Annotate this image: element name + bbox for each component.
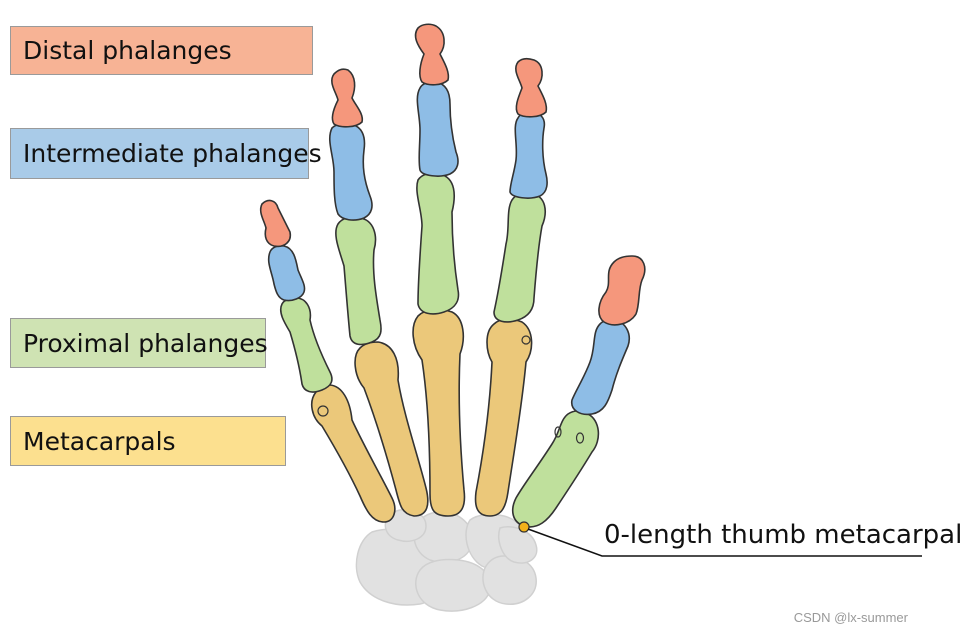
watermark: CSDN @lx-summer xyxy=(793,610,908,625)
legend-distal-phalanges: Distal phalanges xyxy=(10,26,313,75)
legend-intermediate-label: Intermediate phalanges xyxy=(23,139,322,168)
legend-proximal-phalanges: Proximal phalanges xyxy=(10,318,268,368)
metacarpal-bones xyxy=(310,308,533,523)
legend-metacarpals: Metacarpals xyxy=(10,416,286,466)
legend-distal-label: Distal phalanges xyxy=(23,36,232,65)
legend-intermediate-phalanges: Intermediate phalanges xyxy=(10,128,322,179)
hand-skeleton-diagram xyxy=(259,23,922,612)
thumb-metacarpal-label: 0-length thumb metacarpal xyxy=(604,520,962,550)
thumb-leader-line xyxy=(527,528,922,557)
proximal-phalanges xyxy=(279,172,600,528)
thumb-metacarpal-marker xyxy=(518,521,530,533)
distal-phalanges xyxy=(259,23,646,326)
legend-metacarpals-label: Metacarpals xyxy=(23,426,176,456)
carpal-bones xyxy=(355,508,538,612)
legend-proximal-label: Proximal phalanges xyxy=(23,328,268,358)
